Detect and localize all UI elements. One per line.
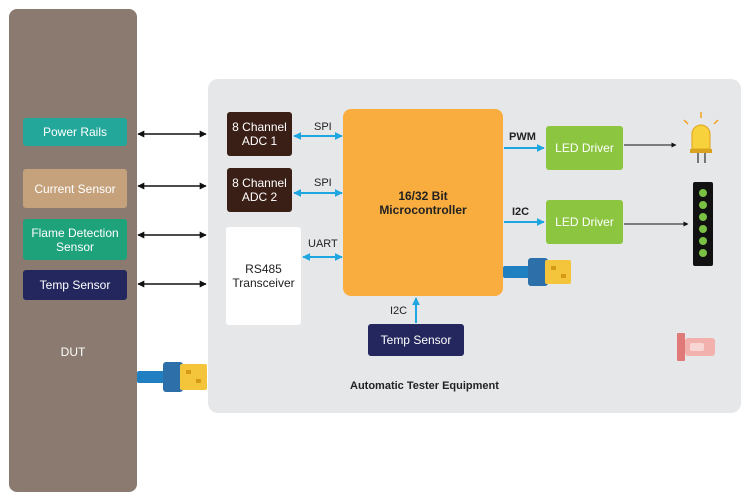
spi-label-1: SPI bbox=[314, 121, 332, 133]
flame-detection-sensor-box: Flame Detection Sensor bbox=[23, 219, 127, 260]
current-sensor-box: Current Sensor bbox=[23, 169, 127, 208]
led-driver-1-box: LED Driver bbox=[546, 126, 623, 170]
adc-2-box: 8 Channel ADC 2 bbox=[227, 168, 292, 212]
rs485-transceiver-box: RS485 Transceiver bbox=[226, 227, 301, 325]
pwm-label: PWM bbox=[509, 131, 536, 143]
spi-label-2: SPI bbox=[314, 177, 332, 189]
ate-temp-sensor-box: Temp Sensor bbox=[368, 324, 464, 356]
microcontroller-box: 16/32 Bit Microcontroller bbox=[343, 109, 503, 296]
dut-temp-sensor-box: Temp Sensor bbox=[23, 270, 127, 300]
usb-connector-icon-dut bbox=[137, 362, 207, 392]
adc-1-box: 8 Channel ADC 1 bbox=[227, 112, 292, 156]
usb-connector-icon bbox=[503, 258, 571, 286]
indicator-connector-icon bbox=[677, 333, 715, 361]
i2c-led-label: I2C bbox=[512, 206, 530, 218]
led-driver-2-box: LED Driver bbox=[546, 200, 623, 244]
led-array-icon bbox=[693, 182, 713, 266]
dut-label: DUT bbox=[60, 345, 86, 359]
uart-label: UART bbox=[308, 238, 338, 250]
ate-title: Automatic Tester Equipment bbox=[350, 380, 499, 392]
power-rails-box: Power Rails bbox=[23, 118, 127, 146]
i2c-temp-label: I2C bbox=[390, 305, 408, 317]
led-bulb-icon bbox=[683, 112, 719, 163]
